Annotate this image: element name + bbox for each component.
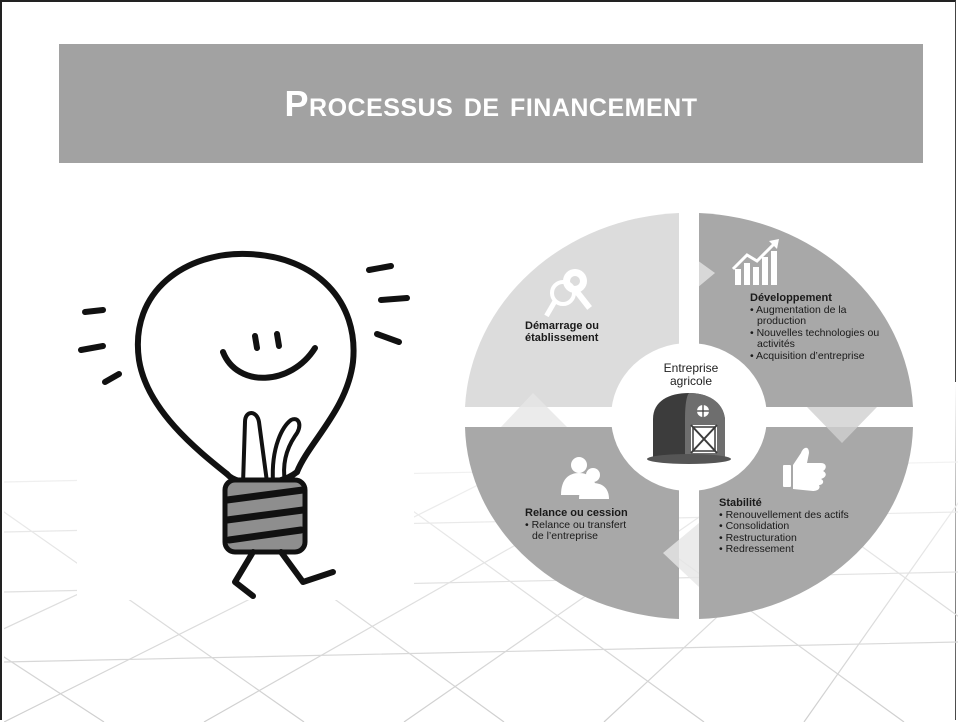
arrow-left-bottom (663, 523, 699, 587)
stability-item: Redressement (719, 543, 879, 556)
quadrant-startup (465, 213, 679, 407)
startup-title-line1: Démarrage ou (525, 320, 599, 332)
quadrant-development-text: Développement Augmentation de la product… (750, 292, 900, 363)
startup-title-line2: établissement (525, 331, 599, 344)
barn-icon (647, 393, 731, 464)
thumbs-up-icon (783, 447, 826, 491)
stability-item: Consolidation (719, 520, 879, 533)
arrow-up-left (501, 393, 567, 427)
quadrant-relaunch-text: Relance ou cession Relance ou transfert … (525, 507, 645, 543)
growth-chart-icon (731, 239, 779, 285)
development-item: Augmentation de la production (750, 304, 865, 328)
stability-item: Restructuration (719, 532, 879, 545)
stability-item: Renouvellement des actifs (719, 509, 879, 522)
development-title: Développement (750, 292, 832, 304)
relaunch-item: Relance ou transfert de l’entreprise (525, 519, 636, 543)
hub-label-line1: Entreprise (663, 361, 719, 375)
quadrant-stability-text: Stabilité Renouvellement des actifs Cons… (719, 497, 879, 556)
smiling-lightbulb-illustration (78, 250, 410, 599)
financing-cycle-diagram (465, 213, 913, 619)
hub-label: Entreprise agricole (645, 362, 737, 388)
development-item: Acquisition d’entreprise (750, 350, 900, 363)
arrow-down-right (807, 407, 877, 443)
development-item: Nouvelles technologies ou activités (750, 327, 885, 351)
arrow-right-top (679, 247, 715, 303)
relaunch-title: Relance ou cession (525, 507, 628, 519)
people-icon (561, 457, 609, 499)
key-icon (544, 269, 592, 318)
quadrant-startup-text: Démarrage ou établissement (525, 320, 599, 344)
stability-title: Stabilité (719, 497, 762, 509)
hub-label-line2: agricole (669, 374, 713, 388)
title-banner: Processus de financement (59, 44, 923, 163)
slide-title: Processus de financement (284, 82, 698, 124)
illustration-panel (77, 250, 414, 600)
